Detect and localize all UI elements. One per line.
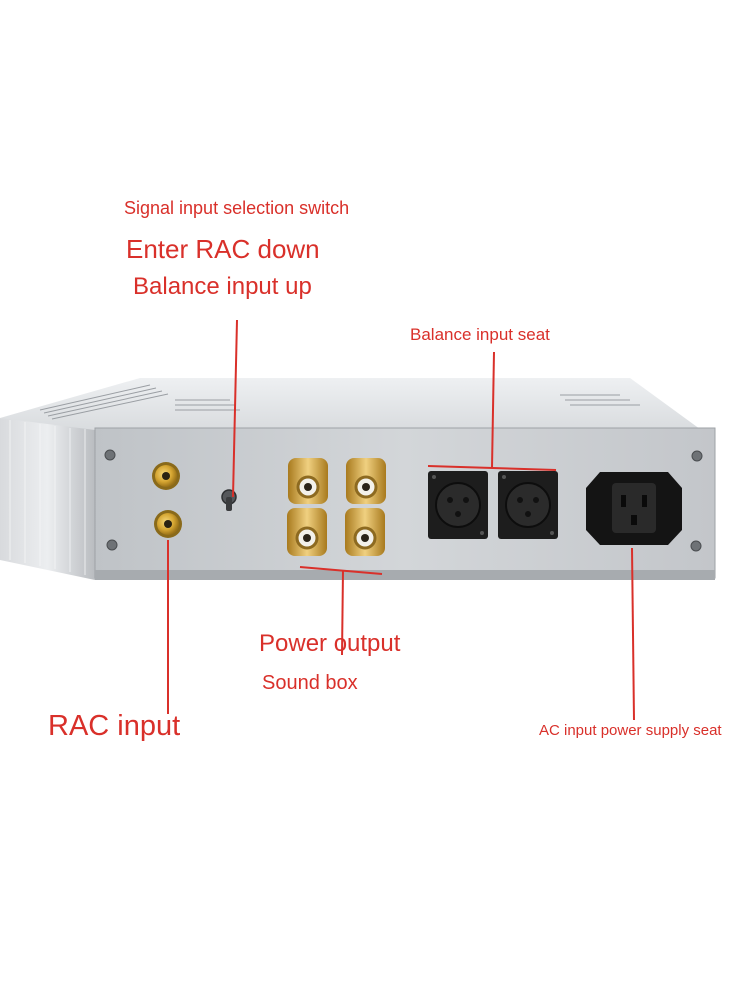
rca-jack bbox=[152, 462, 180, 490]
power-output-label: Power output bbox=[259, 630, 401, 657]
vent-slots bbox=[39, 384, 640, 420]
rac-input-label: RAC input bbox=[48, 710, 181, 742]
binding-post bbox=[288, 458, 328, 504]
balance-up-label: Balance input up bbox=[133, 273, 312, 300]
binding-post bbox=[346, 458, 386, 504]
balance-seat-label: Balance input seat bbox=[410, 325, 550, 344]
xlr-socket bbox=[498, 471, 558, 539]
signal-switch-label: Signal input selection switch bbox=[124, 198, 350, 218]
screw bbox=[104, 449, 703, 552]
rca-jack bbox=[154, 510, 182, 538]
annotation-lines bbox=[167, 319, 635, 721]
chassis-side bbox=[0, 418, 95, 580]
xlr-socket bbox=[428, 471, 488, 539]
ac-power-inlet bbox=[586, 472, 682, 545]
sound-box-label: Sound box bbox=[262, 672, 358, 694]
chassis-top bbox=[0, 378, 715, 440]
toggle-switch bbox=[221, 489, 237, 511]
binding-post bbox=[287, 508, 327, 556]
ac-input-label: AC input power supply seat bbox=[539, 722, 722, 739]
binding-post bbox=[345, 508, 385, 556]
rac-down-label: Enter RAC down bbox=[126, 234, 320, 264]
